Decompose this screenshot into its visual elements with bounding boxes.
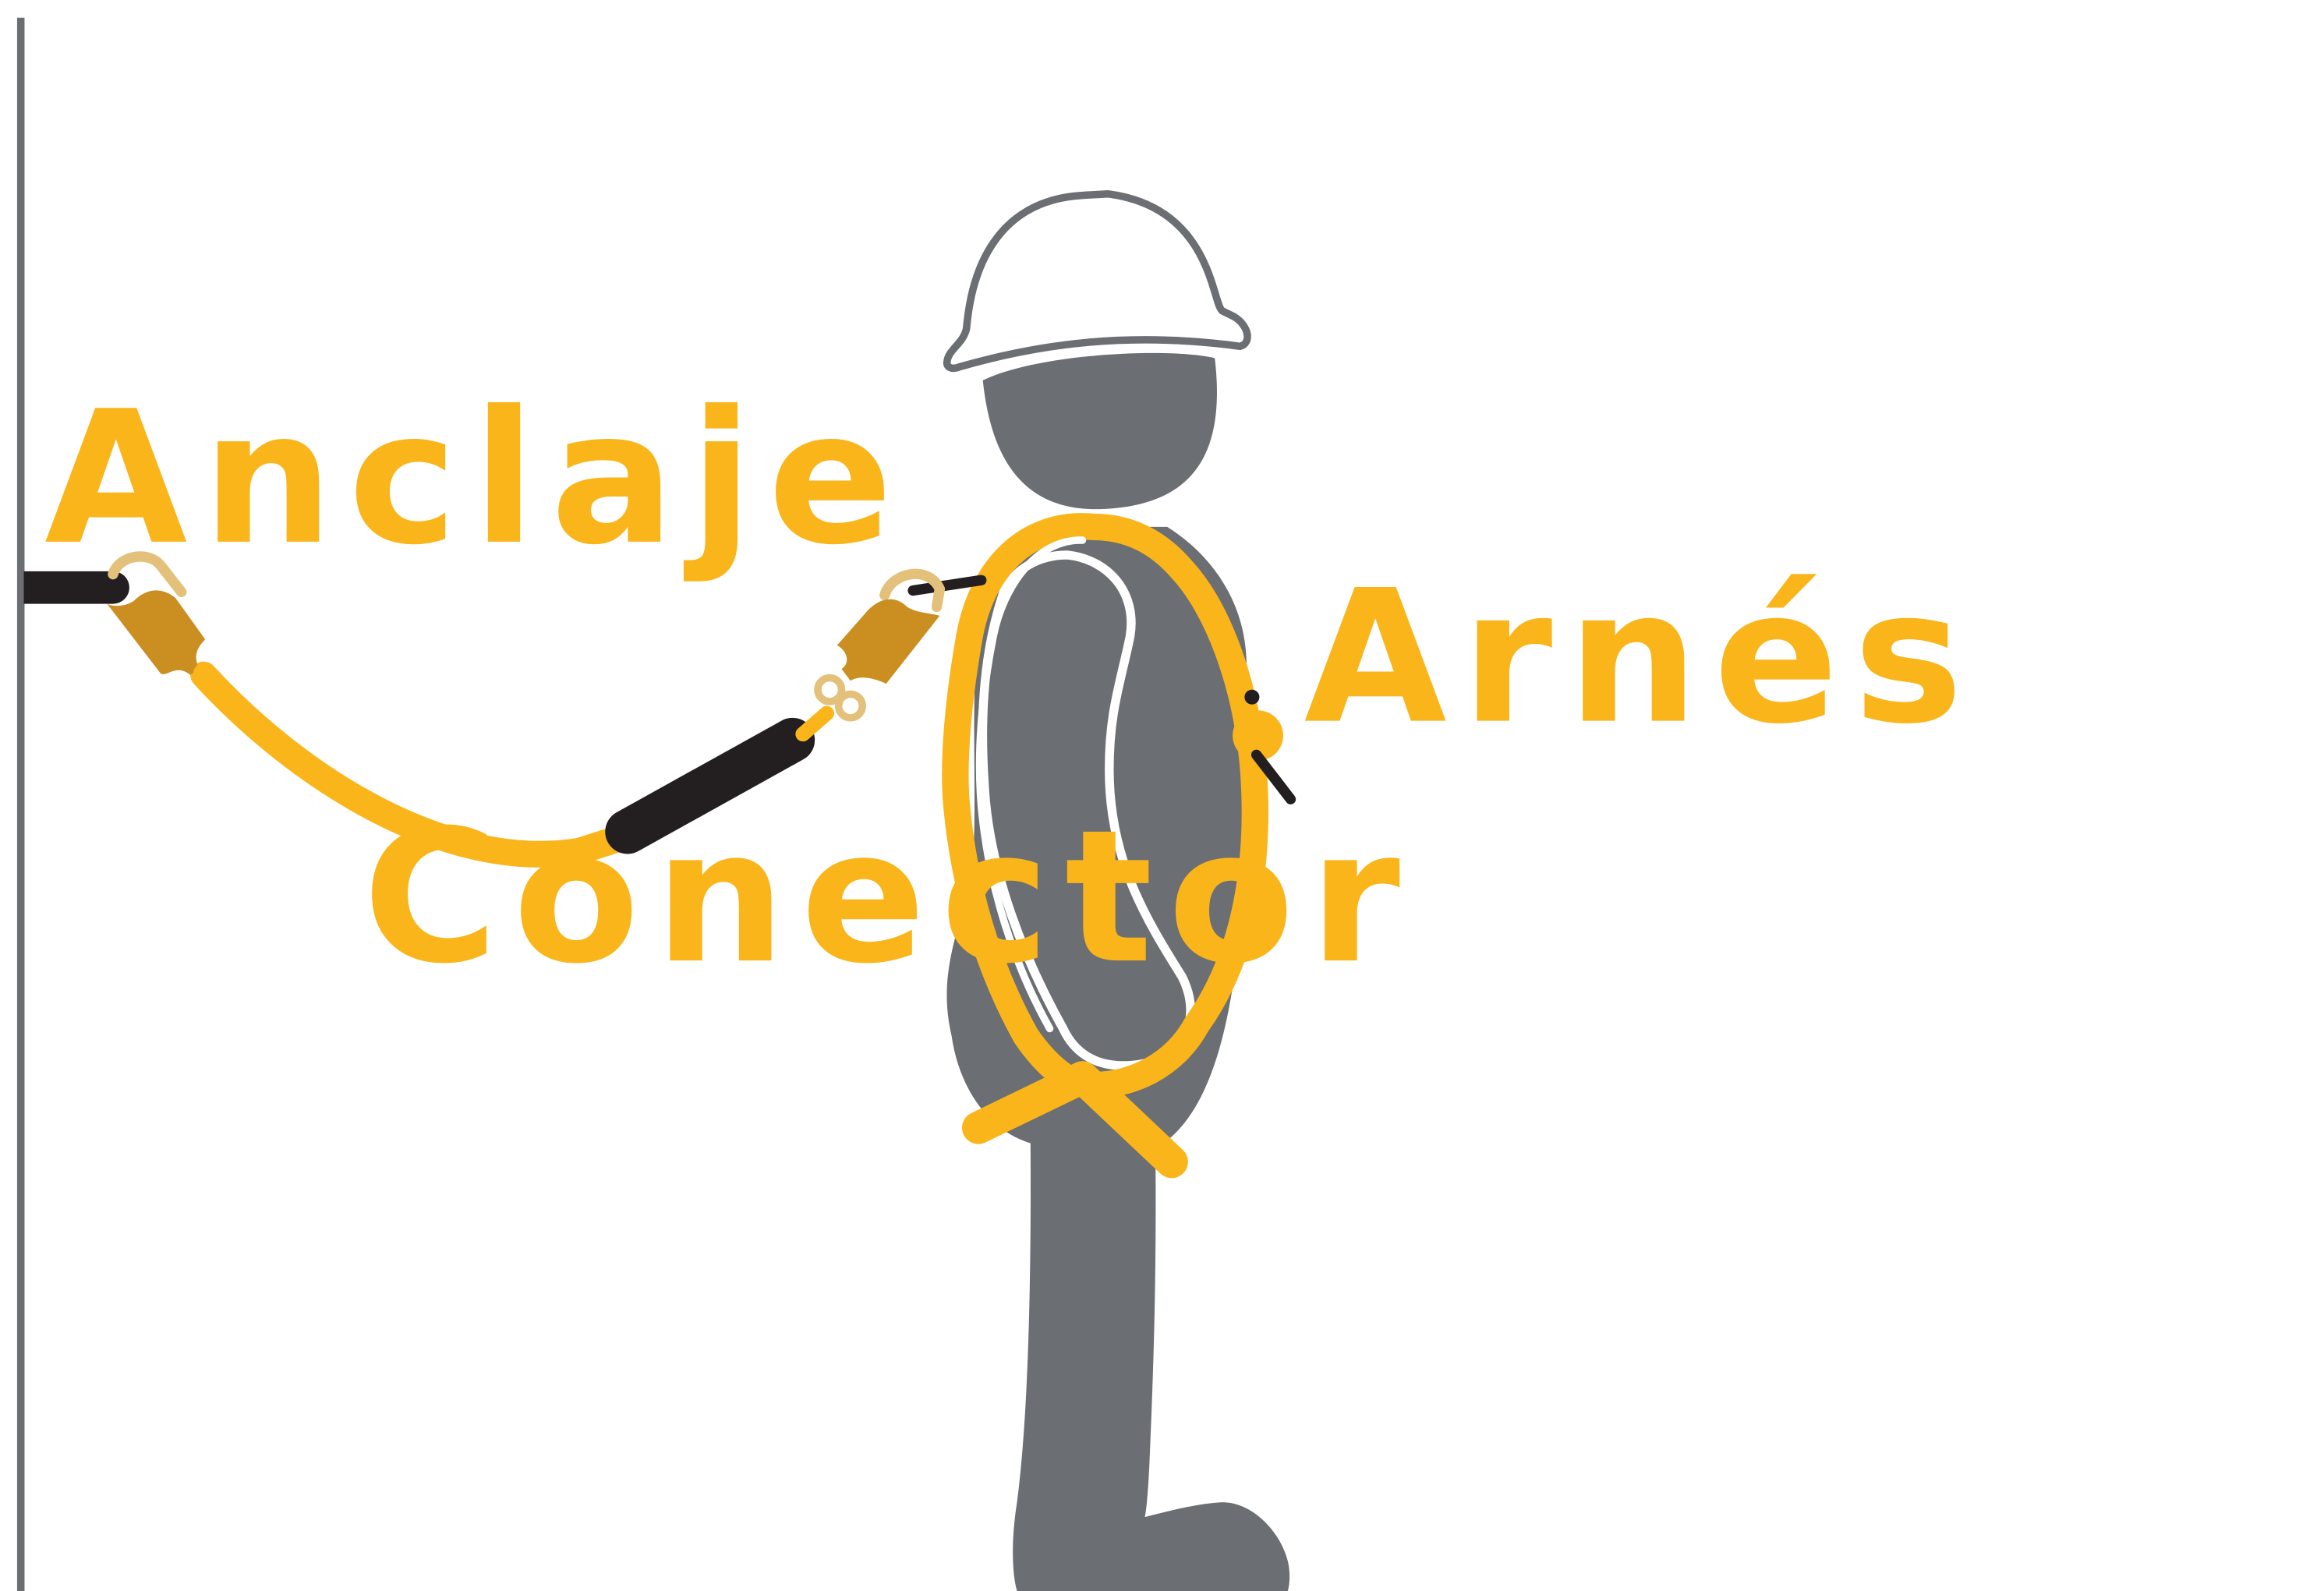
snap-hook-icon [837,568,946,684]
label-harness: Arnés [1304,550,1979,764]
harness-buckle [1244,689,1260,705]
label-anchor: Anclaje [44,371,907,585]
connector-rings [814,674,866,722]
lanyard-strap [190,661,635,868]
full-body-harness [942,513,1283,1179]
anchor-point [23,571,129,604]
lanyard-link [795,705,834,742]
shock-absorber [605,717,815,854]
harness-dorsal-strap [1250,749,1296,804]
snap-hook-icon [107,551,214,684]
label-connector: Conector [363,790,1415,1004]
hard-hat-icon [943,189,1251,373]
harness-chest-strap [907,575,987,596]
